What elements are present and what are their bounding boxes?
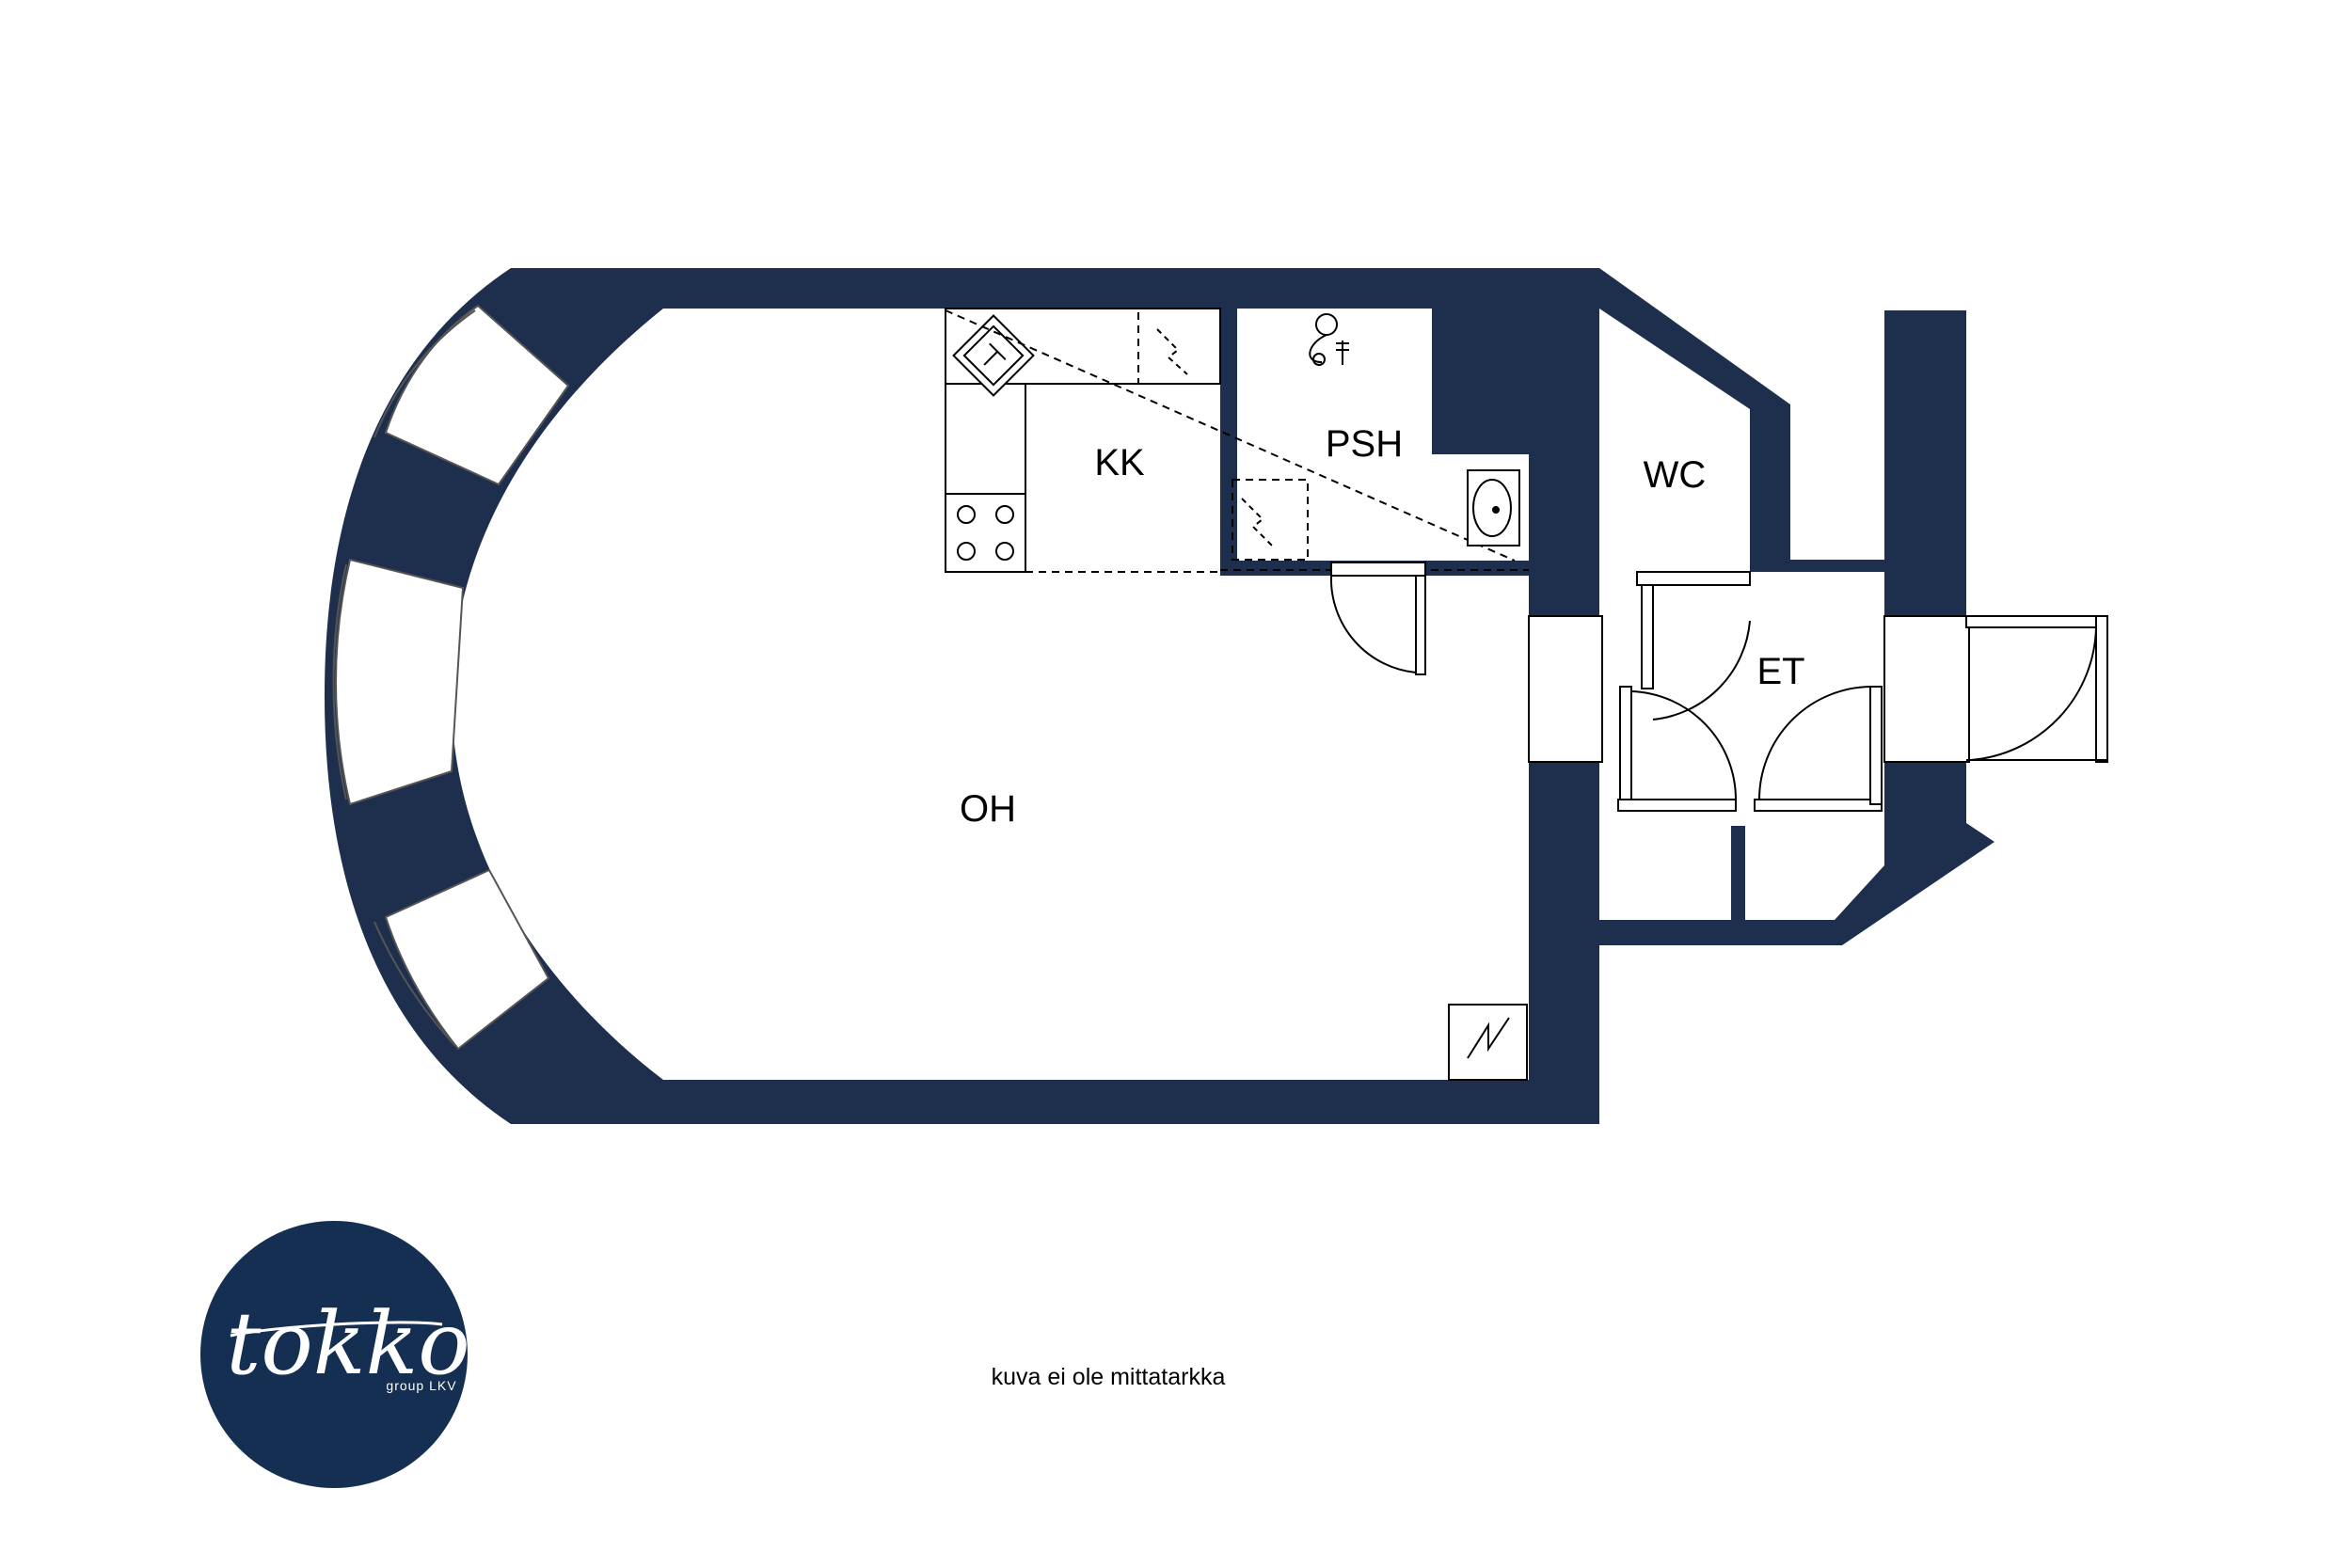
electric-symbol-bathroom — [1241, 498, 1273, 546]
room-label-oh: OH — [960, 788, 1016, 830]
electric-panel-icon — [1448, 1004, 1528, 1081]
wc-door — [1636, 571, 1751, 721]
main-entrance-door — [1965, 615, 2108, 763]
entrance-opening-right — [1883, 615, 1970, 763]
stove-icon — [945, 493, 1026, 573]
et-door-right — [1754, 686, 1883, 812]
bathroom-door — [1329, 562, 1426, 675]
window-middle — [335, 558, 465, 806]
electric-symbol-kitchen — [1156, 328, 1188, 375]
interior-walls — [1220, 309, 1529, 576]
kk-psh-wall — [1220, 309, 1237, 567]
logo-subtitle: group LKV — [386, 1378, 456, 1393]
main-wall-block — [325, 268, 1994, 1124]
window-glass-top — [373, 309, 476, 438]
logo-swash — [230, 1321, 443, 1338]
psh-shaft-block — [1432, 309, 1529, 454]
logo-wordmark: tokko — [226, 1293, 469, 1394]
window-top — [384, 304, 570, 486]
room-label-et: ET — [1756, 651, 1804, 692]
bathroom — [1220, 313, 1529, 571]
window-glass-middle — [332, 563, 347, 800]
entrance-opening-left — [1528, 615, 1603, 763]
shower-icon — [1309, 313, 1349, 366]
window-glass-bottom — [373, 921, 456, 1047]
et-door-left — [1617, 686, 1737, 812]
walls — [325, 268, 1994, 1124]
kitchen-fridge — [1137, 308, 1221, 385]
company-logo: tokko group LKV — [200, 1221, 470, 1488]
room-label-psh: PSH — [1326, 423, 1403, 465]
disclaimer-note: kuva ei ole mittatarkka — [992, 1364, 1226, 1390]
doors — [1329, 562, 2108, 812]
room-label-kk: KK — [1094, 442, 1145, 483]
kitchen-hood-line — [945, 309, 1516, 562]
room-label-wc: WC — [1644, 454, 1707, 496]
window-bottom — [384, 868, 550, 1051]
windows — [332, 304, 570, 1051]
sink-icon — [952, 314, 1035, 397]
washbasin-icon — [1467, 469, 1520, 546]
bathroom-cabinet — [1232, 479, 1309, 561]
logo-circle — [200, 1221, 468, 1488]
kitchen — [945, 308, 1516, 573]
